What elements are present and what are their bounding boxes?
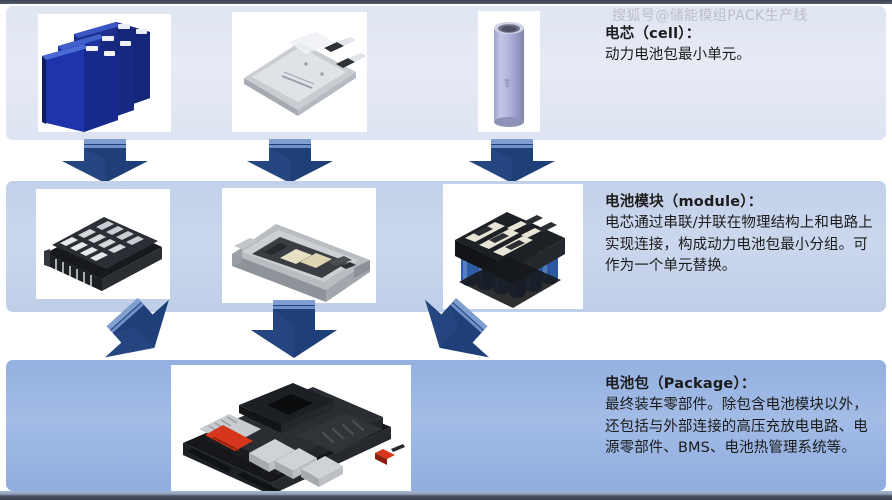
watermark-text: 搜狐号@储能模组PACK生产线 <box>612 8 808 24</box>
heading-cell: 电芯（cell）： <box>605 26 701 42</box>
text-block-cell: 电芯（cell）： 动力电池包最小单元。 <box>605 24 883 67</box>
arrow-cell-to-module-center <box>247 139 333 183</box>
image-cell-cylindrical: cell <box>478 11 540 132</box>
body-cell: 动力电池包最小单元。 <box>605 47 751 63</box>
body-package: 最终装车零部件。除包含电池模块以外，还包括与外部连接的高压充放电电路、电源零部件… <box>605 397 868 456</box>
arrow-module-to-pack-left <box>96 298 186 363</box>
heading-module: 电池模块（module）： <box>605 194 763 210</box>
body-module: 电芯通过串联/并联在物理结构上和电路上实现连接，构成动力电池包最小分组。可作为一… <box>605 215 873 274</box>
text-block-module: 电池模块（module）： 电芯通过串联/并联在物理结构上和电路上实现连接，构成… <box>605 192 875 278</box>
image-module-prismatic <box>36 189 170 299</box>
arrow-module-to-pack-right <box>408 298 498 363</box>
arrow-cell-to-module-right <box>469 139 555 183</box>
top-rail <box>0 0 892 4</box>
image-battery-pack <box>171 365 411 491</box>
image-cell-prismatic <box>38 14 171 132</box>
text-block-package: 电池包（Package）： 最终装车零部件。除包含电池模块以外，还包括与外部连接… <box>605 374 880 460</box>
image-module-blade <box>222 188 376 303</box>
image-module-cylindrical <box>443 184 583 309</box>
arrow-module-to-pack-center <box>251 300 337 358</box>
bottom-rail <box>0 491 892 500</box>
svg-text:cell: cell <box>505 78 511 87</box>
image-cell-pouch <box>232 12 367 132</box>
band-package <box>6 360 886 491</box>
arrow-cell-to-module-left <box>62 139 148 183</box>
heading-package: 电池包（Package）： <box>605 376 756 392</box>
